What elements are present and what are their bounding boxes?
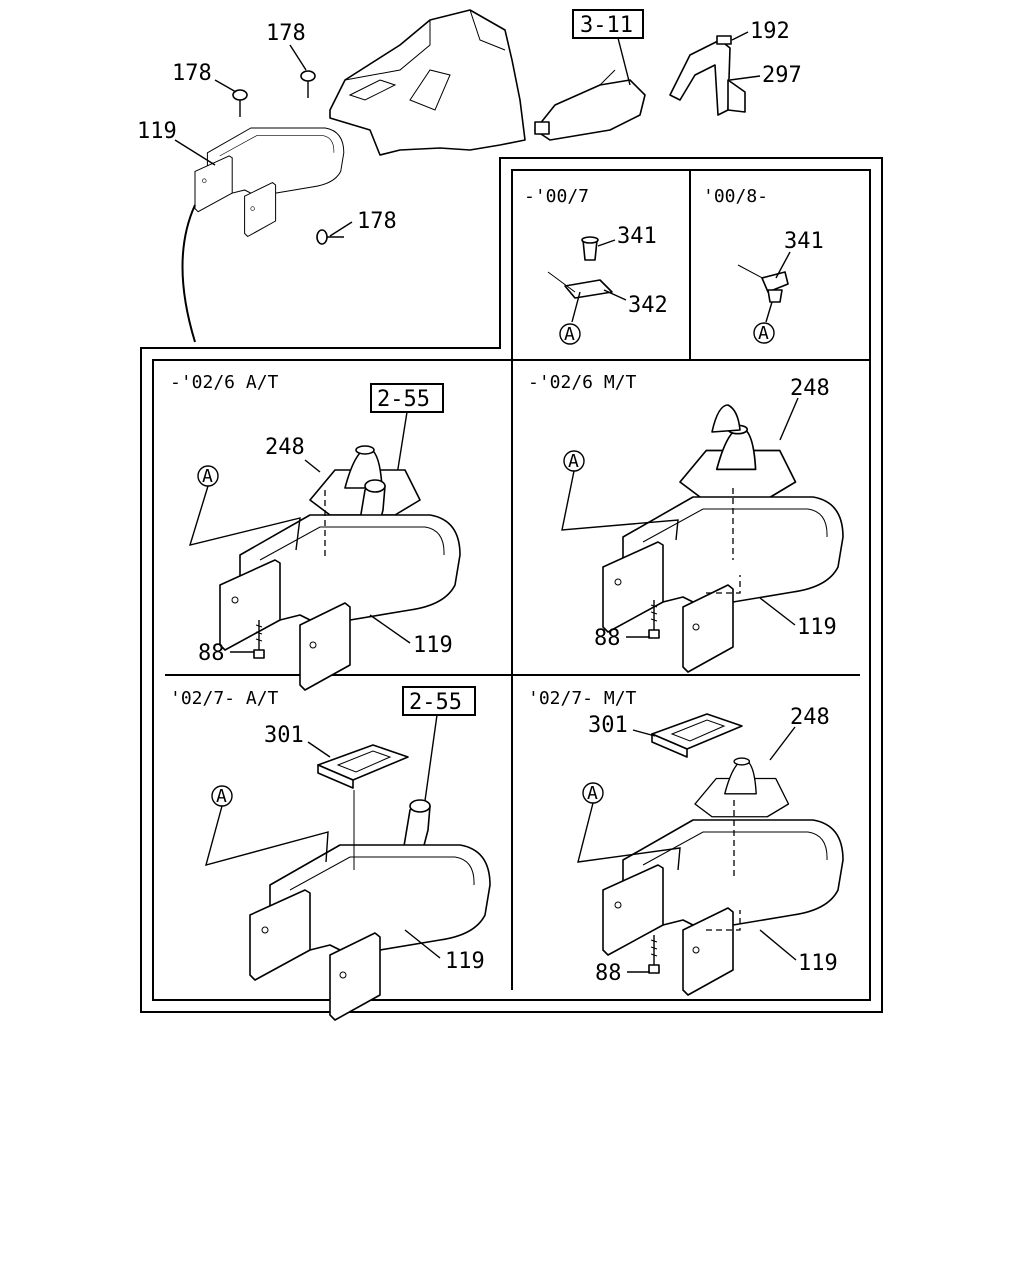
panel-late-mt: '02/7- M/T A 301 248 88 119	[528, 688, 844, 996]
screw-178-c	[316, 229, 345, 245]
clip-341-late	[761, 271, 789, 293]
callout-119-p3: 119	[445, 949, 485, 974]
screw-178-a	[232, 89, 248, 118]
inset-late-title: '00/8-	[703, 186, 768, 207]
marker-a-late: A	[758, 323, 769, 344]
callout-ref-3-11: 3-11	[572, 9, 644, 86]
callout-178-a: 178	[172, 61, 212, 86]
panel-late-at-title: '02/7- A/T	[170, 688, 279, 709]
callout-341-early: 341	[617, 224, 657, 249]
diagram-frame	[140, 157, 883, 1013]
marker-a-p3: A	[216, 786, 227, 807]
callout-342: 342	[628, 293, 668, 318]
inset-early-title: -'00/7	[524, 186, 589, 207]
marker-a-p2: A	[568, 451, 579, 472]
marker-a-early: A	[564, 324, 575, 345]
callout-88-p1: 88	[198, 641, 225, 666]
callout-248-p1: 248	[265, 435, 305, 460]
svg-text:2-55: 2-55	[409, 690, 462, 715]
callout-192: 192	[750, 19, 790, 44]
callout-248-p2: 248	[790, 376, 830, 401]
bracket-119-top	[194, 127, 345, 237]
callout-341-late: 341	[784, 229, 824, 254]
bracket-297	[669, 35, 746, 116]
ref-2-55-a: 2-55	[370, 383, 444, 501]
screw-178-b	[300, 70, 316, 99]
reference-arrow	[181, 204, 196, 343]
callout-301-p4: 301	[588, 713, 628, 738]
callout-119-top: 119	[137, 119, 177, 144]
callout-178-b: 178	[266, 21, 306, 46]
panel-early-mt-title: -'02/6 M/T	[528, 372, 637, 393]
callout-119-p4: 119	[798, 951, 838, 976]
marker-a-p4: A	[587, 783, 598, 804]
svg-text:3-11: 3-11	[580, 13, 633, 38]
marker-a-p1: A	[202, 466, 213, 487]
panel-late-at: '02/7- A/T 2-55 A 301 119	[170, 686, 491, 1021]
clip-342	[564, 279, 613, 299]
callout-119-p1: 119	[413, 633, 453, 658]
callout-301-p3: 301	[264, 723, 304, 748]
ref-2-55-b: 2-55	[402, 686, 476, 816]
inset-early: -'00/7 A 341 342	[524, 186, 668, 345]
nut-192	[716, 35, 732, 45]
callout-88-p2: 88	[594, 626, 621, 651]
callout-248-p4: 248	[790, 705, 830, 730]
inset-late: '00/8- A 341	[703, 186, 824, 344]
callout-88-p4: 88	[595, 961, 622, 986]
callout-119-p2: 119	[797, 615, 837, 640]
callout-297: 297	[762, 63, 802, 88]
panel-early-at: -'02/6 A/T 2-55 A 248 88 119	[170, 372, 461, 691]
panel-early-mt: -'02/6 M/T A 248 88 119	[528, 372, 844, 673]
callout-178-c: 178	[357, 209, 397, 234]
panel-early-at-title: -'02/6 A/T	[170, 372, 279, 393]
panel-late-mt-title: '02/7- M/T	[528, 688, 637, 709]
center-console-assembly	[329, 9, 526, 156]
shift-lever-assembly	[534, 69, 646, 141]
svg-text:2-55: 2-55	[377, 387, 430, 412]
